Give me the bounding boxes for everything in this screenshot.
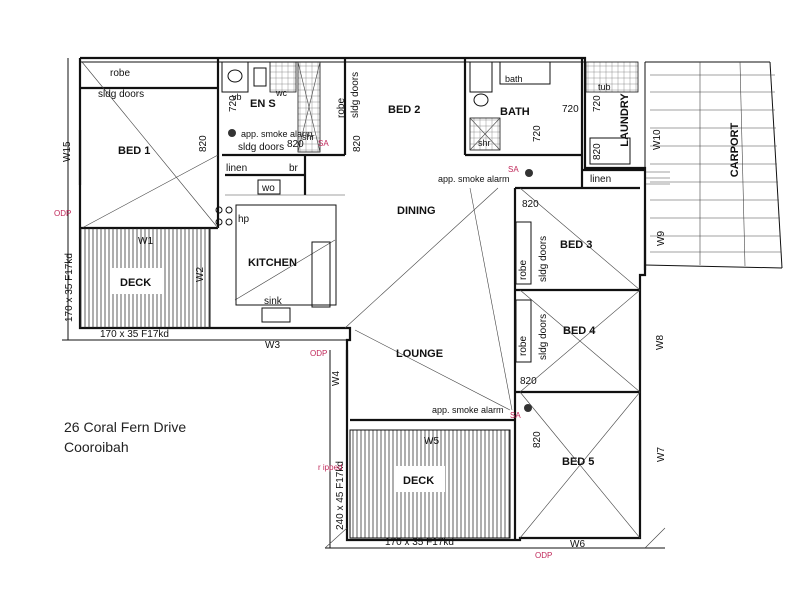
fixtures [215, 61, 670, 412]
room-lounge-label: LOUNGE [396, 348, 443, 360]
window-w3: W3 [265, 340, 280, 351]
address-line1: 26 Coral Fern Drive [64, 419, 186, 435]
door-sizes: 820 820 820 820 820 820 820 720 720 720 … [198, 95, 603, 448]
annotation-odp: ODP [535, 551, 552, 560]
label-smoke-alarm: app. smoke alarm [438, 174, 510, 184]
window-w7: W7 [656, 447, 667, 462]
address-block: 26 Coral Fern Drive Cooroibah [64, 419, 186, 455]
window-w10: W10 [652, 129, 663, 150]
dim-deck-bottom-h: 170 x 35 F17kd [385, 537, 454, 548]
label-wo: wo [261, 183, 275, 194]
label-sldg-doors: sldg doors [98, 89, 144, 100]
windows: W1 W2 W3 W4 W5 W6 W7 W8 W9 W10 W15 [62, 129, 667, 550]
room-kitchen-label: KITCHEN [248, 257, 297, 269]
room-ensuite-label: EN S [250, 98, 276, 110]
deck-bottom [324, 350, 666, 549]
annotation-odp: ODP [54, 209, 71, 218]
room-bed1-label: BED 1 [118, 145, 150, 157]
window-w9: W9 [656, 231, 667, 246]
room-bed3-label: BED 3 [560, 239, 592, 251]
window-w1: W1 [138, 236, 153, 247]
label-tub: tub [598, 82, 611, 92]
label-shr: shr [478, 138, 491, 148]
label-shr: shr [302, 132, 315, 142]
door-720: 720 [228, 95, 239, 112]
window-w8: W8 [655, 335, 666, 350]
deck-left [62, 58, 350, 341]
label-hp: hp [238, 214, 250, 225]
label-sink: sink [264, 296, 283, 307]
window-w15: W15 [62, 141, 73, 162]
door-720: 720 [532, 125, 543, 142]
label-sldg-doors: sldg doors [238, 142, 284, 153]
label-robe: robe [110, 68, 130, 79]
door-820: 820 [352, 135, 363, 152]
label-robe: robe [518, 260, 529, 280]
room-bath-label: BATH [500, 106, 530, 118]
dim-deck-left-v: 170 x 35 F17kd [64, 253, 75, 322]
dimensions: 170 x 35 F17kd 170 x 35 F17kd 240 x 45 F… [64, 253, 454, 548]
annotation-sa: SA [318, 139, 329, 148]
door-820: 820 [522, 199, 539, 210]
room-deck-left-label: DECK [120, 277, 151, 289]
window-w6: W6 [570, 539, 585, 550]
room-dining-label: DINING [397, 205, 436, 217]
label-smoke-alarm: app. smoke alarm [241, 129, 313, 139]
label-vb: vb [232, 92, 242, 102]
room-bed4-label: BED 4 [563, 325, 596, 337]
door-820: 820 [592, 143, 603, 160]
annotation-sa: SA [508, 165, 519, 174]
door-720: 720 [592, 95, 603, 112]
label-sldg-doors: sldg doors [350, 72, 361, 118]
label-robe: robe [336, 98, 347, 118]
door-820: 820 [520, 376, 537, 387]
label-linen: linen [590, 174, 611, 185]
label-smoke-alarm: app. smoke alarm [432, 405, 504, 415]
label-bath: bath [505, 74, 523, 84]
label-robe: robe [518, 336, 529, 356]
label-wc: wc [275, 88, 287, 98]
label-linen: linen [226, 163, 247, 174]
window-w4: W4 [331, 371, 342, 386]
room-carport-label: CARPORT [729, 123, 741, 178]
dim-deck-bottom-v: 240 x 45 F17kd [335, 461, 346, 530]
annotation-sa: SA [510, 411, 521, 420]
room-laundry-label: LAUNDRY [619, 93, 631, 147]
diagonals [81, 61, 641, 539]
door-820: 820 [198, 135, 209, 152]
room-labels: BED 1 BED 2 BED 3 BED 4 BED 5 EN S BATH … [118, 93, 741, 487]
window-w2: W2 [195, 267, 206, 282]
room-bed5-label: BED 5 [562, 456, 594, 468]
window-w5: W5 [424, 436, 439, 447]
label-sldg-doors: sldg doors [538, 314, 549, 360]
door-820: 820 [287, 139, 304, 150]
annotation-odp: ODP [310, 349, 327, 358]
room-deck-bottom-label: DECK [403, 475, 434, 487]
label-sldg-doors: sldg doors [538, 236, 549, 282]
fixture-labels: robe sldg doors sldg doors linen br wo h… [98, 68, 611, 415]
door-720: 720 [562, 104, 579, 115]
annotations: ODP ODP ODP SA SA SA r ipped [54, 139, 552, 560]
label-br: br [289, 163, 299, 174]
room-bed2-label: BED 2 [388, 104, 420, 116]
annotation-ripped: r ipped [318, 463, 342, 472]
address-line2: Cooroibah [64, 439, 129, 455]
door-820: 820 [532, 431, 543, 448]
dim-deck-left-h: 170 x 35 F17kd [100, 329, 169, 340]
